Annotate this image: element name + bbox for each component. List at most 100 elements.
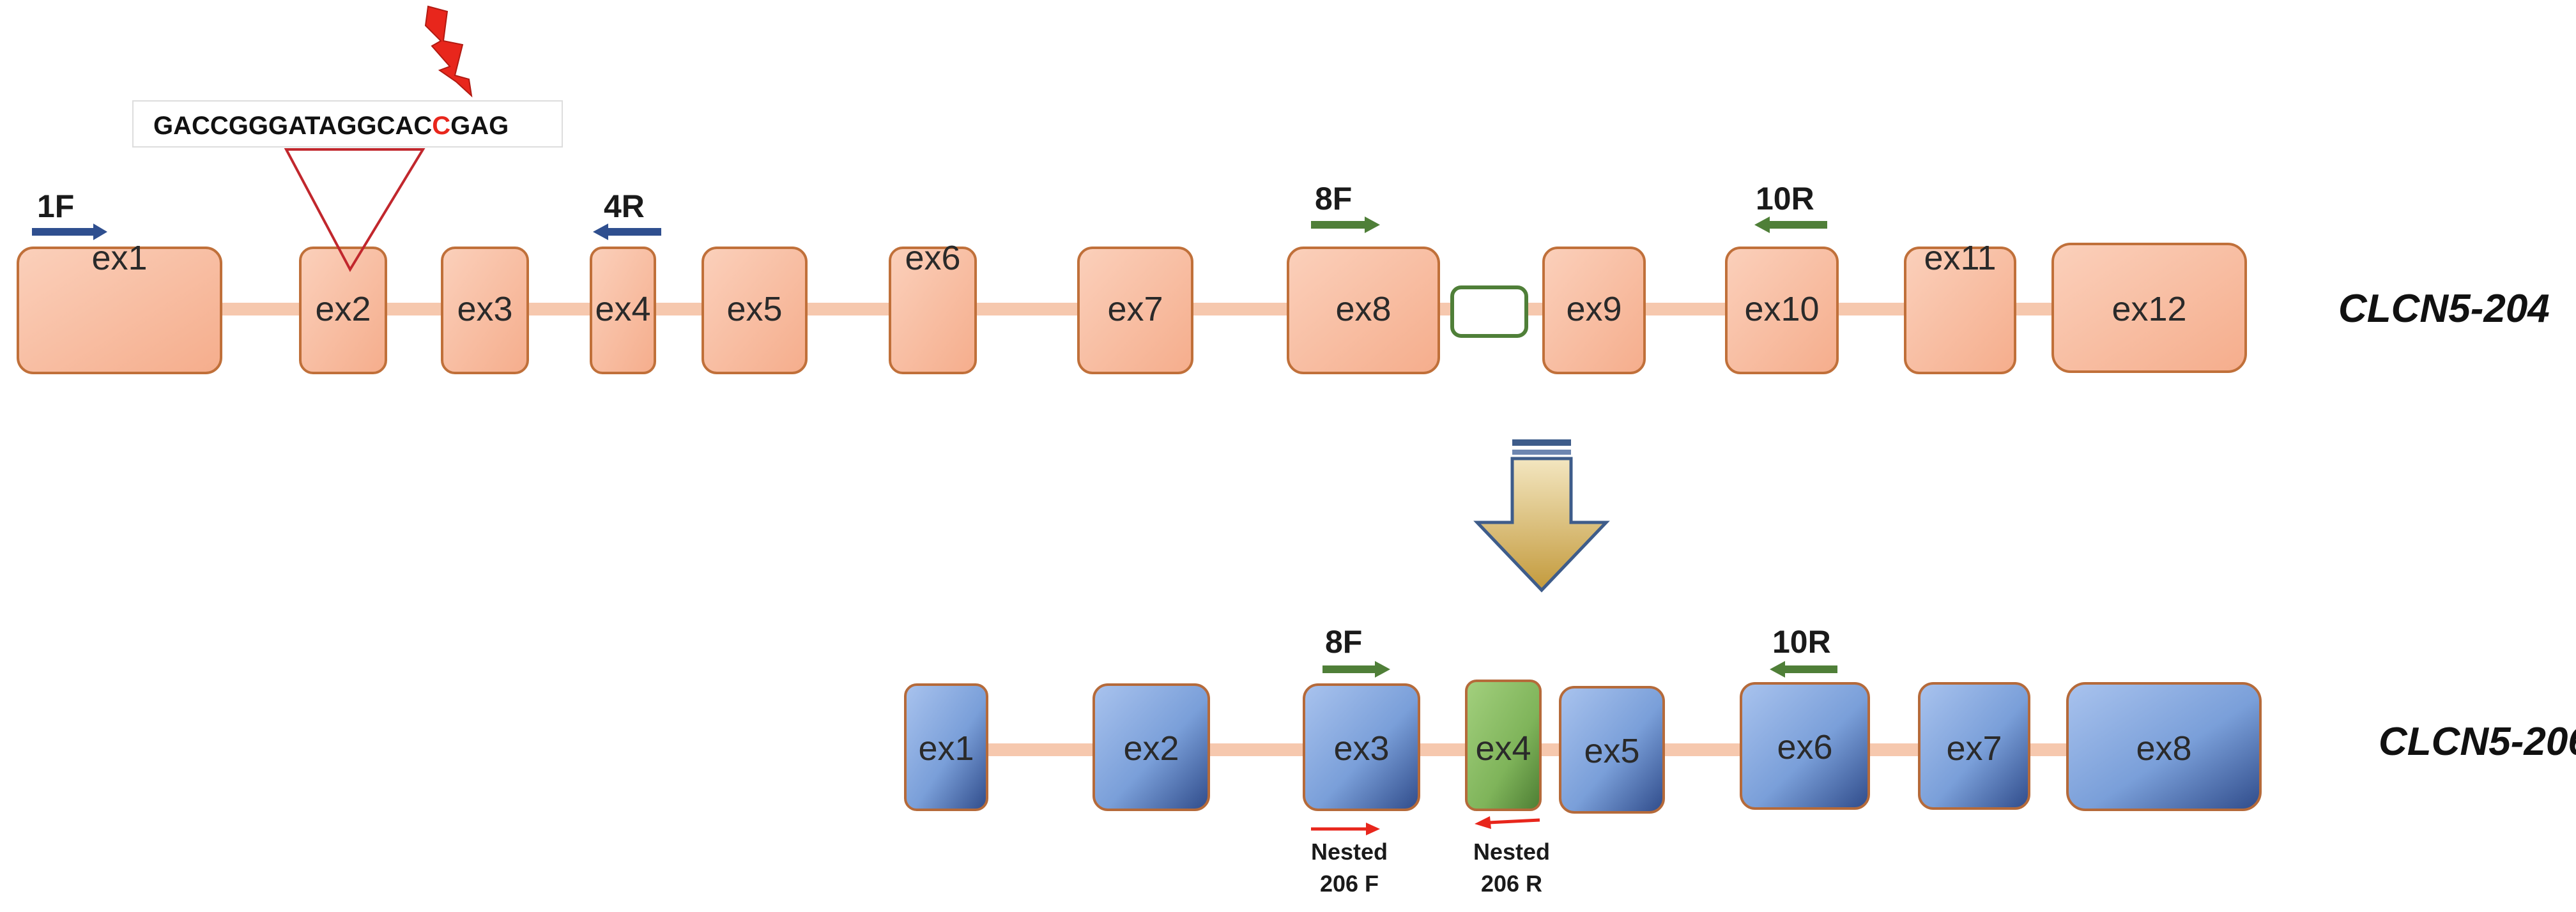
primer-10r: 10R <box>1754 181 1827 233</box>
nested-primer-206r: Nested 206 R <box>1473 816 1550 897</box>
top-exon: ex3 <box>441 247 529 374</box>
top-exon-box <box>889 247 977 374</box>
top-exon-box <box>2051 243 2247 373</box>
nested-primer-label: Nested <box>1473 839 1550 865</box>
top-exon-box <box>1725 247 1839 374</box>
bottom-exon-label: ex3 <box>1333 729 1389 768</box>
bottom-exon-label: ex5 <box>1584 732 1639 770</box>
bottom-exon: ex7 <box>1918 682 2030 810</box>
bottom-exon-box <box>1918 682 2030 810</box>
insertion-triangle <box>284 148 425 273</box>
primer-arrow-head <box>1754 217 1770 233</box>
top-exon-box <box>702 247 808 374</box>
bottom-exon: ex5 <box>1559 686 1665 814</box>
primer-label: 8F <box>1315 181 1352 217</box>
top-exon: ex11 <box>1904 239 2016 374</box>
sequence-before: GACCGGGATAGGCAC <box>153 112 432 140</box>
primer-8f: 8F <box>1311 181 1380 233</box>
arrow-body <box>1473 457 1610 593</box>
transcript-name-206: CLCN5-206 <box>2379 720 2576 764</box>
arrow-top-bar-2 <box>1512 450 1571 455</box>
primer-1f: 1F <box>32 188 107 240</box>
transcript-suffix: -206 <box>2511 720 2576 764</box>
bottom-exon-label: ex1 <box>918 729 974 768</box>
top-exon: ex8 <box>1287 247 1440 374</box>
bottom-exon-box <box>1303 683 1420 811</box>
bottom-exon: ex8 <box>2066 682 2262 811</box>
mutation-callout: GACCGGGATAGGCACCGAG <box>132 5 563 273</box>
gene-name: CLCN5 <box>2338 287 2471 331</box>
top-exon-label: ex6 <box>905 239 960 277</box>
mutant-sequence: GACCGGGATAGGCACCGAG <box>153 112 509 140</box>
top-exon-label: ex10 <box>1744 290 1819 328</box>
top-exon: ex6 <box>889 239 977 374</box>
primer-label: 10R <box>1756 181 1814 217</box>
top-exon-label: ex11 <box>1924 239 1996 277</box>
sequence-box <box>132 100 563 148</box>
top-exon-box <box>1077 247 1193 374</box>
nested-arrow-shaft <box>1488 818 1540 825</box>
top-exon-box <box>1287 247 1440 374</box>
primer-arrow-head <box>593 224 608 240</box>
top-exon: ex1 <box>17 239 222 374</box>
bottom-exon: ex1 <box>904 683 988 811</box>
nested-primer-label: 206 F <box>1320 870 1379 897</box>
cryptic-exon-outline <box>1450 285 1528 338</box>
bottom-exon-box <box>1740 682 1870 810</box>
top-exon-label: ex8 <box>1335 290 1391 328</box>
bottom-transcript: ex1 ex2 ex3 ex4 ex5 ex6 ex7 ex8 <box>904 624 2576 897</box>
bottom-exon: ex3 <box>1303 683 1420 811</box>
top-exon: ex12 <box>2051 243 2247 373</box>
primer-arrow-head <box>1365 217 1380 233</box>
bottom-exon-label: ex7 <box>1946 729 2002 768</box>
primer-label: 1F <box>37 188 74 224</box>
top-exon: ex9 <box>1542 247 1646 374</box>
top-exon-label: ex3 <box>457 290 512 328</box>
primer-arrow-head <box>1770 661 1785 678</box>
top-exon: ex2 <box>299 247 387 374</box>
nested-arrow-head <box>1366 823 1380 835</box>
top-exon-box <box>590 247 656 374</box>
down-arrow-icon <box>1473 439 1610 593</box>
top-exon: ex10 <box>1725 247 1839 374</box>
bottom-exon: ex6 <box>1740 682 1870 810</box>
nested-primer-206f: Nested 206 F <box>1311 823 1388 897</box>
top-exon-box <box>299 247 387 374</box>
primer-arrow-head <box>1375 661 1390 678</box>
transcript-name-204: CLCN5-204 <box>2338 287 2550 331</box>
gene-name: CLCN5 <box>2379 720 2511 764</box>
primer-4r: 4R <box>593 188 661 240</box>
top-exon-label: ex2 <box>315 290 371 328</box>
top-exon-box <box>1542 247 1646 374</box>
top-exon-box <box>17 247 222 374</box>
nested-primer-label: Nested <box>1311 839 1388 865</box>
sequence-after: GAG <box>450 112 509 140</box>
nested-primer-label: 206 R <box>1481 870 1542 897</box>
bottom-exon-label: ex8 <box>2136 729 2191 768</box>
top-exon-box <box>441 247 529 374</box>
primer-label: 10R <box>1772 624 1831 660</box>
bottom-exon-label: ex2 <box>1123 729 1179 768</box>
top-exon: ex5 <box>702 247 808 374</box>
bottom-exon-box <box>904 683 988 811</box>
bottom-exon-box <box>1559 686 1665 814</box>
bottom-exon-box <box>1092 683 1210 811</box>
bottom-exon-box <box>1465 680 1542 811</box>
top-exon-label: ex1 <box>91 239 147 277</box>
nested-arrow-head <box>1475 816 1491 829</box>
top-exon-label: ex12 <box>2112 290 2186 328</box>
top-exon-label: ex7 <box>1107 290 1163 328</box>
primer-10r-bottom: 10R <box>1770 624 1837 678</box>
top-exon-label: ex9 <box>1566 290 1621 328</box>
transcript-suffix: -204 <box>2471 287 2550 331</box>
sequence-mutated-base: C <box>432 112 450 140</box>
primer-8f-bottom: 8F <box>1322 624 1390 678</box>
arrow-top-bar <box>1512 439 1571 446</box>
top-exon-label: ex4 <box>595 290 650 328</box>
top-transcript: ex1 ex2 ex3 ex4 ex5 ex6 ex7 ex8 <box>17 5 2550 374</box>
top-exon: ex7 <box>1077 247 1193 374</box>
bottom-exon: ex4 <box>1465 680 1542 811</box>
bottom-exon-label: ex4 <box>1475 729 1531 768</box>
primer-label: 4R <box>604 188 645 224</box>
